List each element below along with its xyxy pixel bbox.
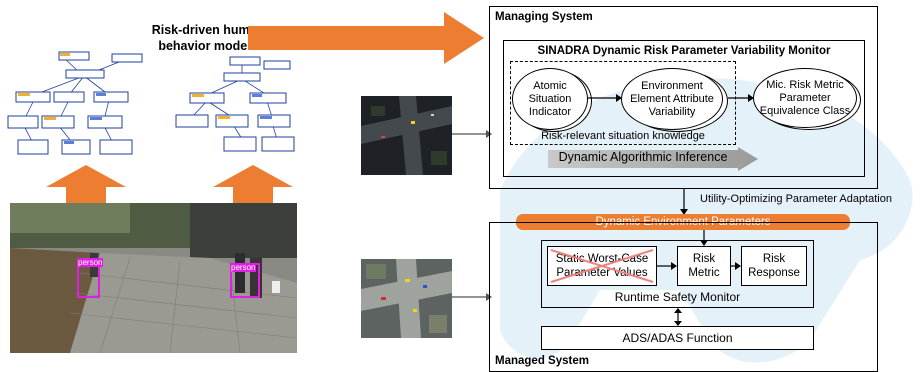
knowledge-label: Risk-relevant situation knowledge bbox=[541, 130, 705, 142]
arrow-atomic-to-env bbox=[588, 94, 622, 102]
arrow-metric-to-response bbox=[731, 262, 741, 270]
inference-arrow bbox=[548, 147, 758, 171]
atomic-indicator-node: Atomic Situation Indicator bbox=[512, 68, 588, 130]
arrow-monitor-ads bbox=[674, 308, 682, 326]
behavior-models-caption: Risk-driven human behavior models bbox=[138, 22, 278, 54]
caption-line-2: behavior models bbox=[158, 39, 258, 53]
caption-line-1: Risk-driven human bbox=[151, 23, 265, 37]
adaptation-label: Utility-Optimizing Parameter Adaptation bbox=[700, 193, 892, 205]
risk-monitor-box bbox=[503, 40, 865, 177]
risk-response-node: Risk Response bbox=[741, 246, 807, 286]
up-arrow-left bbox=[46, 165, 126, 205]
risk-metric-node: Risk Metric bbox=[677, 246, 731, 286]
arrow-aerial-to-managing bbox=[452, 130, 492, 138]
detection-label-2: person bbox=[230, 263, 257, 272]
detection-label-1: person bbox=[77, 258, 104, 267]
aerial-image-bottom bbox=[361, 259, 452, 338]
risk-monitor-title: SINADRA Dynamic Risk Parameter Variabili… bbox=[537, 45, 831, 57]
risk-response-label: Risk Response bbox=[748, 253, 800, 279]
behavior-model-graph-right bbox=[175, 56, 295, 152]
up-arrow-right bbox=[213, 165, 293, 205]
atomic-indicator-label: Atomic Situation Indicator bbox=[528, 79, 572, 118]
arrow-aerial-to-managed bbox=[452, 293, 492, 301]
static-params-label: Static Worst-Case Parameter Values bbox=[555, 253, 649, 279]
inference-label: Dynamic Algorithmic Inference bbox=[558, 150, 728, 164]
risk-metric-label: Risk Metric bbox=[688, 253, 720, 279]
behavior-model-graph-left bbox=[7, 51, 143, 155]
runtime-monitor-box bbox=[541, 240, 814, 308]
arrow-params-to-metric bbox=[700, 230, 708, 246]
managing-system-title: Managing System bbox=[495, 11, 593, 23]
campus-camera-image: person person bbox=[10, 203, 297, 353]
ads-function-node: ADS/ADAS Function bbox=[541, 326, 814, 350]
runtime-monitor-label: Runtime Safety Monitor bbox=[614, 290, 741, 304]
managed-system-title: Managed System bbox=[495, 355, 589, 367]
knowledge-region bbox=[510, 61, 736, 145]
aerial-image-top bbox=[361, 96, 452, 175]
mic-risk-node: Mic. Risk Metric Parameter Equivalence C… bbox=[753, 68, 857, 128]
arrow-static-to-metric bbox=[657, 262, 677, 270]
flow-arrow-large bbox=[248, 12, 484, 64]
adaptation-arrow bbox=[680, 189, 688, 215]
mic-risk-label: Mic. Risk Metric Parameter Equivalence C… bbox=[759, 78, 851, 117]
env-attribute-label: Environment Element Attribute Variabilit… bbox=[630, 79, 714, 118]
ads-function-label: ADS/ADAS Function bbox=[622, 331, 733, 345]
static-params-strike bbox=[550, 249, 654, 283]
managing-system-box bbox=[489, 6, 878, 189]
env-attribute-node: Environment Element Attribute Variabilit… bbox=[621, 68, 723, 130]
arrow-env-to-mic bbox=[728, 94, 754, 102]
